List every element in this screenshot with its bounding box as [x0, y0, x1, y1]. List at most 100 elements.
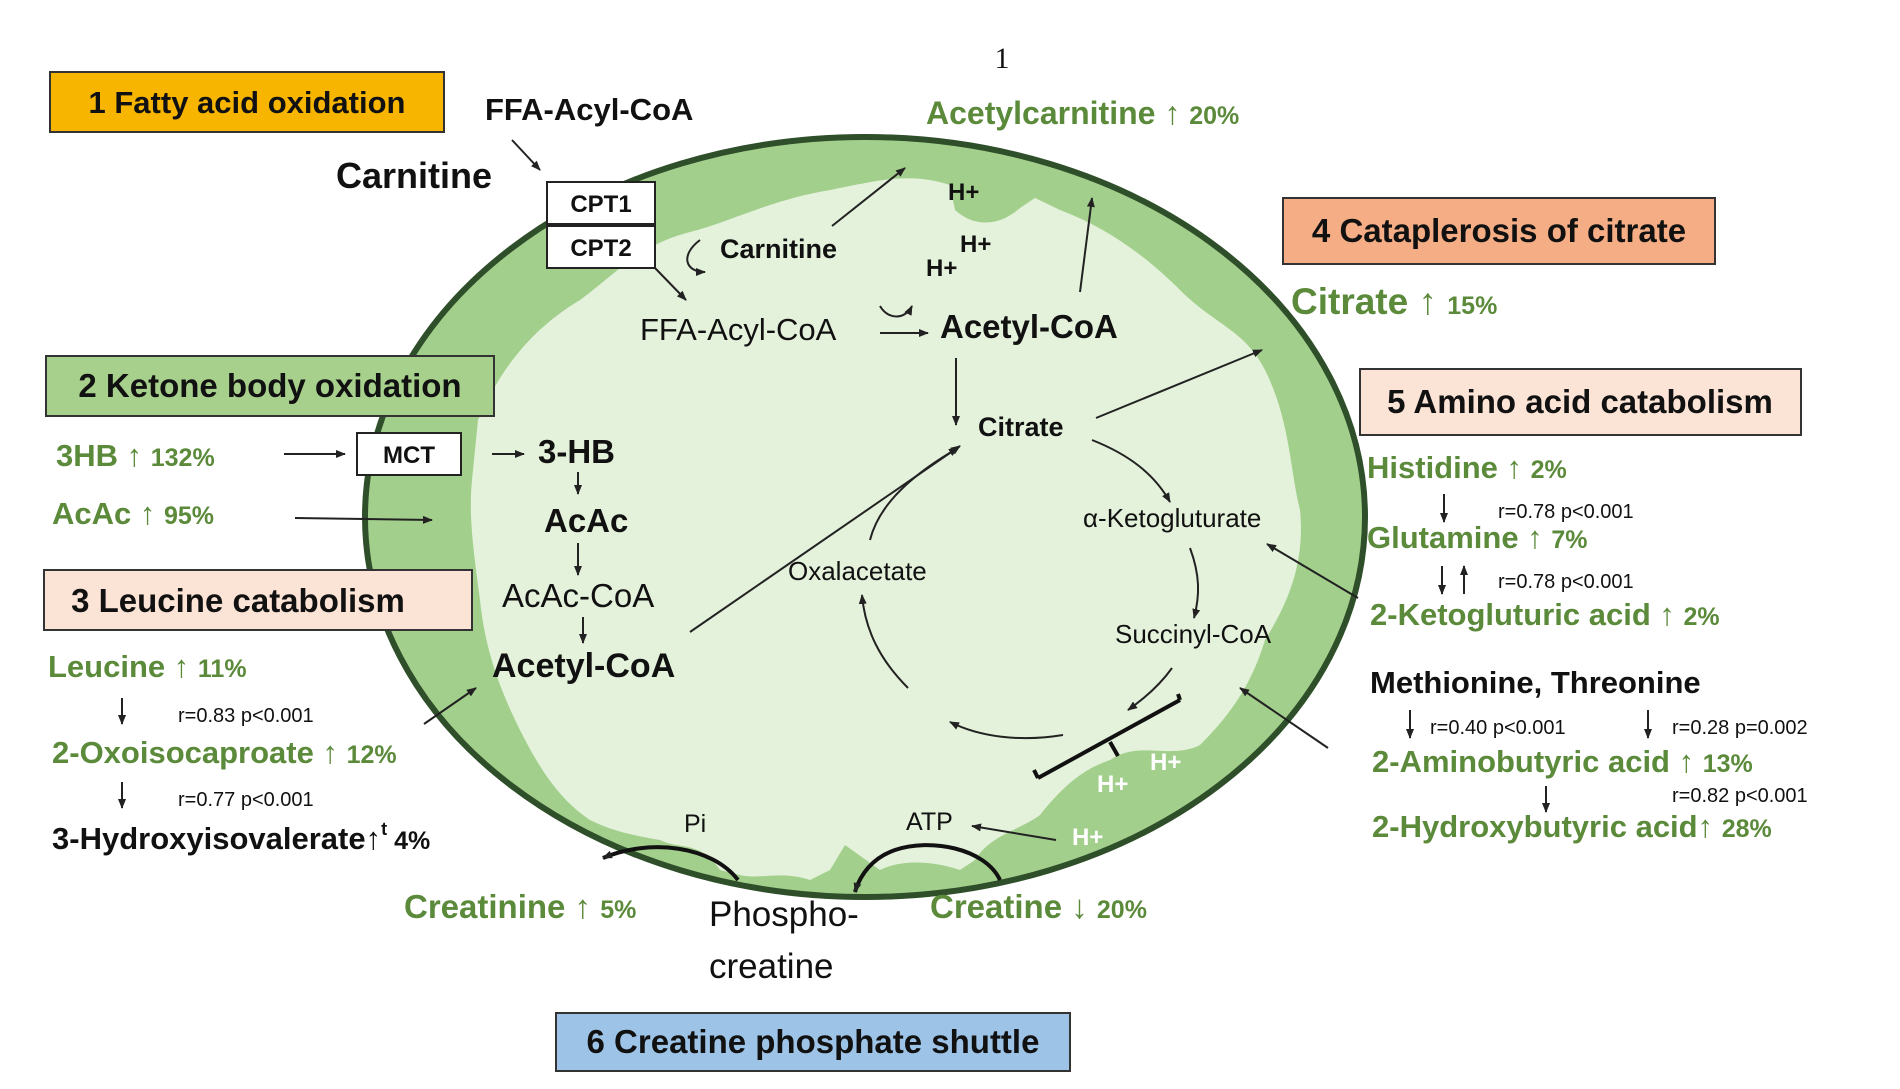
leucine-r1: r=0.83 p<0.001: [178, 705, 314, 727]
arrow-cpt2-to-ffa: [654, 267, 687, 301]
mct-box: [356, 432, 462, 476]
arrow-amino-in: [1239, 687, 1329, 749]
histidine-label: Histidine ↑ 2%: [1367, 450, 1567, 485]
arrow-acac-in: [294, 515, 433, 524]
cardiomyocyte-cell: [362, 134, 1368, 900]
glutamine-label: Glutamine ↑ 7%: [1367, 520, 1587, 555]
acetylcarnitine-pct: 20%: [1189, 102, 1239, 130]
leucine-r2: r=0.77 p<0.001: [178, 789, 314, 811]
section-leucine: 3 Leucine catabolism Leucine ↑ 11% r=0.8…: [43, 569, 477, 856]
arrow-hplus-to-atp: [971, 823, 1057, 841]
creatinine-label: Creatinine ↑ 5%: [404, 888, 636, 925]
carnitine-cycle-arrow: [686, 239, 706, 276]
pi-label: Pi: [684, 810, 706, 838]
mct-label: MCT: [383, 442, 435, 469]
section-box-ketone: [45, 355, 495, 417]
acetylcarnitine-label: Acetylcarnitine ↑ 20%: [926, 95, 1239, 131]
arrow-bottom-left: [949, 721, 1064, 740]
oxoisocaproate-label: 2-Oxoisocaproate ↑ 12%: [52, 735, 397, 770]
section-ketone: 2 Ketone body oxidation 3HB ↑ 132% MCT A…: [45, 355, 961, 685]
arrow-creatine-cycle: [853, 843, 1002, 893]
acac-pct: 95%: [164, 502, 214, 530]
cell-membrane: [362, 134, 1368, 900]
atp-synthase-bar: [1037, 698, 1181, 780]
arrow-left-up: [858, 594, 909, 689]
hiv-superscript: t: [381, 819, 387, 839]
atp-label: ATP: [906, 808, 953, 836]
arrow-carnitine-to-cpt1: [511, 139, 541, 171]
hplus-3: H+: [926, 255, 957, 282]
arrow-citrate-to-akg: [1091, 439, 1171, 503]
page-number: 1: [995, 42, 1010, 75]
arrow-ketoglut-in: [1266, 543, 1359, 599]
hb-pct: 132%: [151, 444, 215, 472]
section-fatty-acid: 1 Fatty acid oxidation FFA-Acyl-CoA Carn…: [49, 71, 1239, 347]
atp-synthase-tick-left: [1032, 769, 1040, 779]
acac-coa: AcAc-CoA: [502, 577, 654, 614]
section-creatine: Pi ATP Creatinine ↑ 5% Phospho- creatine…: [404, 808, 1147, 1072]
arrow-akg-to-succinyl: [1189, 547, 1201, 619]
atp-synthase-stem: [1108, 741, 1120, 757]
cpt1-box: [546, 181, 656, 225]
amino-r3: r=0.40 p<0.001: [1430, 717, 1566, 739]
ffa-acyl-coa-inside: FFA-Acyl-CoA: [640, 312, 837, 347]
histidine-pct: 2%: [1531, 456, 1567, 484]
acac-outside: AcAc ↑ 95%: [52, 496, 214, 531]
arrow-citrate-out: [1095, 349, 1263, 419]
amino-r4: r=0.28 p=0.002: [1672, 717, 1808, 739]
cataplerosis-citrate-pct: 15%: [1447, 292, 1497, 320]
cpt2-label: CPT2: [570, 235, 631, 262]
arrow-acetylcoa-out: [1079, 197, 1095, 293]
amino-r1: r=0.78 p<0.001: [1498, 501, 1634, 523]
section-box-amino-acid: [1359, 368, 1802, 436]
arrow-pi-out: [602, 845, 740, 882]
acac-inside: AcAc: [544, 502, 628, 539]
hydroxybut-pct: 28%: [1722, 815, 1772, 843]
ffa-acyl-coa-outside: FFA-Acyl-CoA: [485, 92, 693, 127]
hplus-2: H+: [960, 231, 991, 258]
cataplerosis-citrate: Citrate ↑ 15%: [1291, 281, 1497, 322]
carnitine-outside: Carnitine: [336, 155, 492, 196]
section-title-ketone: 2 Ketone body oxidation: [78, 367, 461, 404]
ketoglut-pct: 2%: [1684, 603, 1720, 631]
tca-citrate: Citrate: [978, 412, 1064, 442]
atp-synthase-tick-right: [1176, 693, 1182, 701]
arrow-oxo-to-cell: [423, 687, 477, 725]
section-box-creatine-shuttle: [555, 1012, 1071, 1072]
tca-oxaloacetate: Oxalacetate: [788, 556, 927, 586]
section-box-fatty-acid: [49, 71, 445, 133]
phospho-label-1: Phospho-: [709, 895, 859, 934]
hydroxyisovalerate-label: 3-Hydroxyisovalerate↑t 4%: [52, 819, 430, 856]
section-cataplerosis: 4 Cataplerosis of citrate Citrate ↑ 15%: [1095, 197, 1716, 419]
hplus-5: H+: [1150, 749, 1181, 776]
met-thr-label: Methionine, Threonine: [1370, 665, 1701, 700]
hydroxybutyric-label: 2-Hydroxybutyric acid↑ 28%: [1372, 809, 1772, 844]
leucine-pct: 11%: [198, 655, 247, 683]
arrow-succinyl-down: [1127, 667, 1173, 711]
section-title-cataplerosis: 4 Cataplerosis of citrate: [1312, 212, 1686, 249]
oxo-pct: 12%: [347, 741, 397, 769]
section-title-creatine-shuttle: 6 Creatine phosphate shuttle: [587, 1023, 1040, 1060]
section-amino-acid: 5 Amino acid catabolism Histidine ↑ 2% r…: [1239, 368, 1808, 844]
tca-akg: α-Ketogluturate: [1083, 503, 1261, 533]
hplus-4: H+: [1097, 771, 1128, 798]
acetyl-coa-left: Acetyl-CoA: [492, 647, 675, 685]
ketogluturic-label: 2-Ketogluturic acid ↑ 2%: [1370, 597, 1720, 632]
section-title-leucine: 3 Leucine catabolism: [71, 582, 405, 619]
mitochondrial-matrix: [470, 178, 1301, 881]
creatinine-pct: 5%: [600, 896, 636, 924]
creatine-pct: 20%: [1097, 896, 1147, 924]
aminobutyric-label: 2-Aminobutyric acid ↑ 13%: [1372, 744, 1753, 779]
hplus-6: H+: [1072, 824, 1103, 851]
aminobut-pct: 13%: [1703, 750, 1753, 778]
section-box-leucine: [43, 569, 473, 631]
glutamine-pct: 7%: [1551, 526, 1587, 554]
section-title-fatty-acid: 1 Fatty acid oxidation: [89, 85, 406, 120]
section-box-cataplerosis: [1282, 197, 1716, 265]
amino-r2: r=0.78 p<0.001: [1498, 571, 1634, 593]
hb-outside: 3HB ↑ 132%: [56, 438, 215, 473]
amino-r5: r=0.82 p<0.001: [1672, 785, 1808, 807]
arrow-oxaloacetate-to-citrate: [869, 447, 959, 541]
